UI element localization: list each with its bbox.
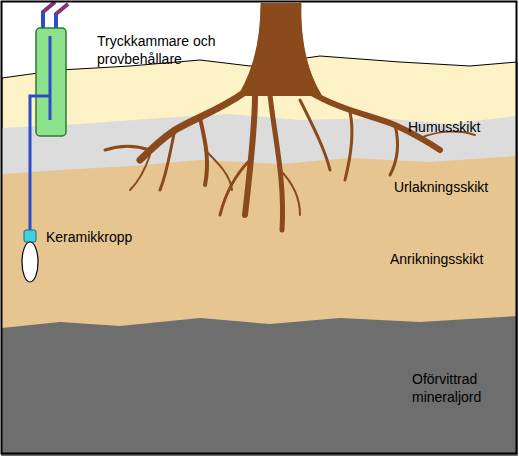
soil-layer-band: Urlakningsskikt [394, 178, 514, 196]
soil-layer-band: Humusskikt [408, 118, 512, 136]
layer-name: Oförvittrad mineraljord [412, 370, 508, 406]
part-label: Tryckkammare och provbehållare [97, 32, 257, 68]
layer-name: Anrikningsskikt [390, 250, 514, 268]
layer-name: Humusskikt [408, 118, 512, 136]
part-label: Keramikkropp [46, 228, 176, 246]
soil-layer-band: Oförvittrad mineraljord [412, 370, 508, 406]
layer-name: Urlakningsskikt [394, 178, 514, 196]
soil-layer-band: Anrikningsskikt [390, 250, 514, 268]
